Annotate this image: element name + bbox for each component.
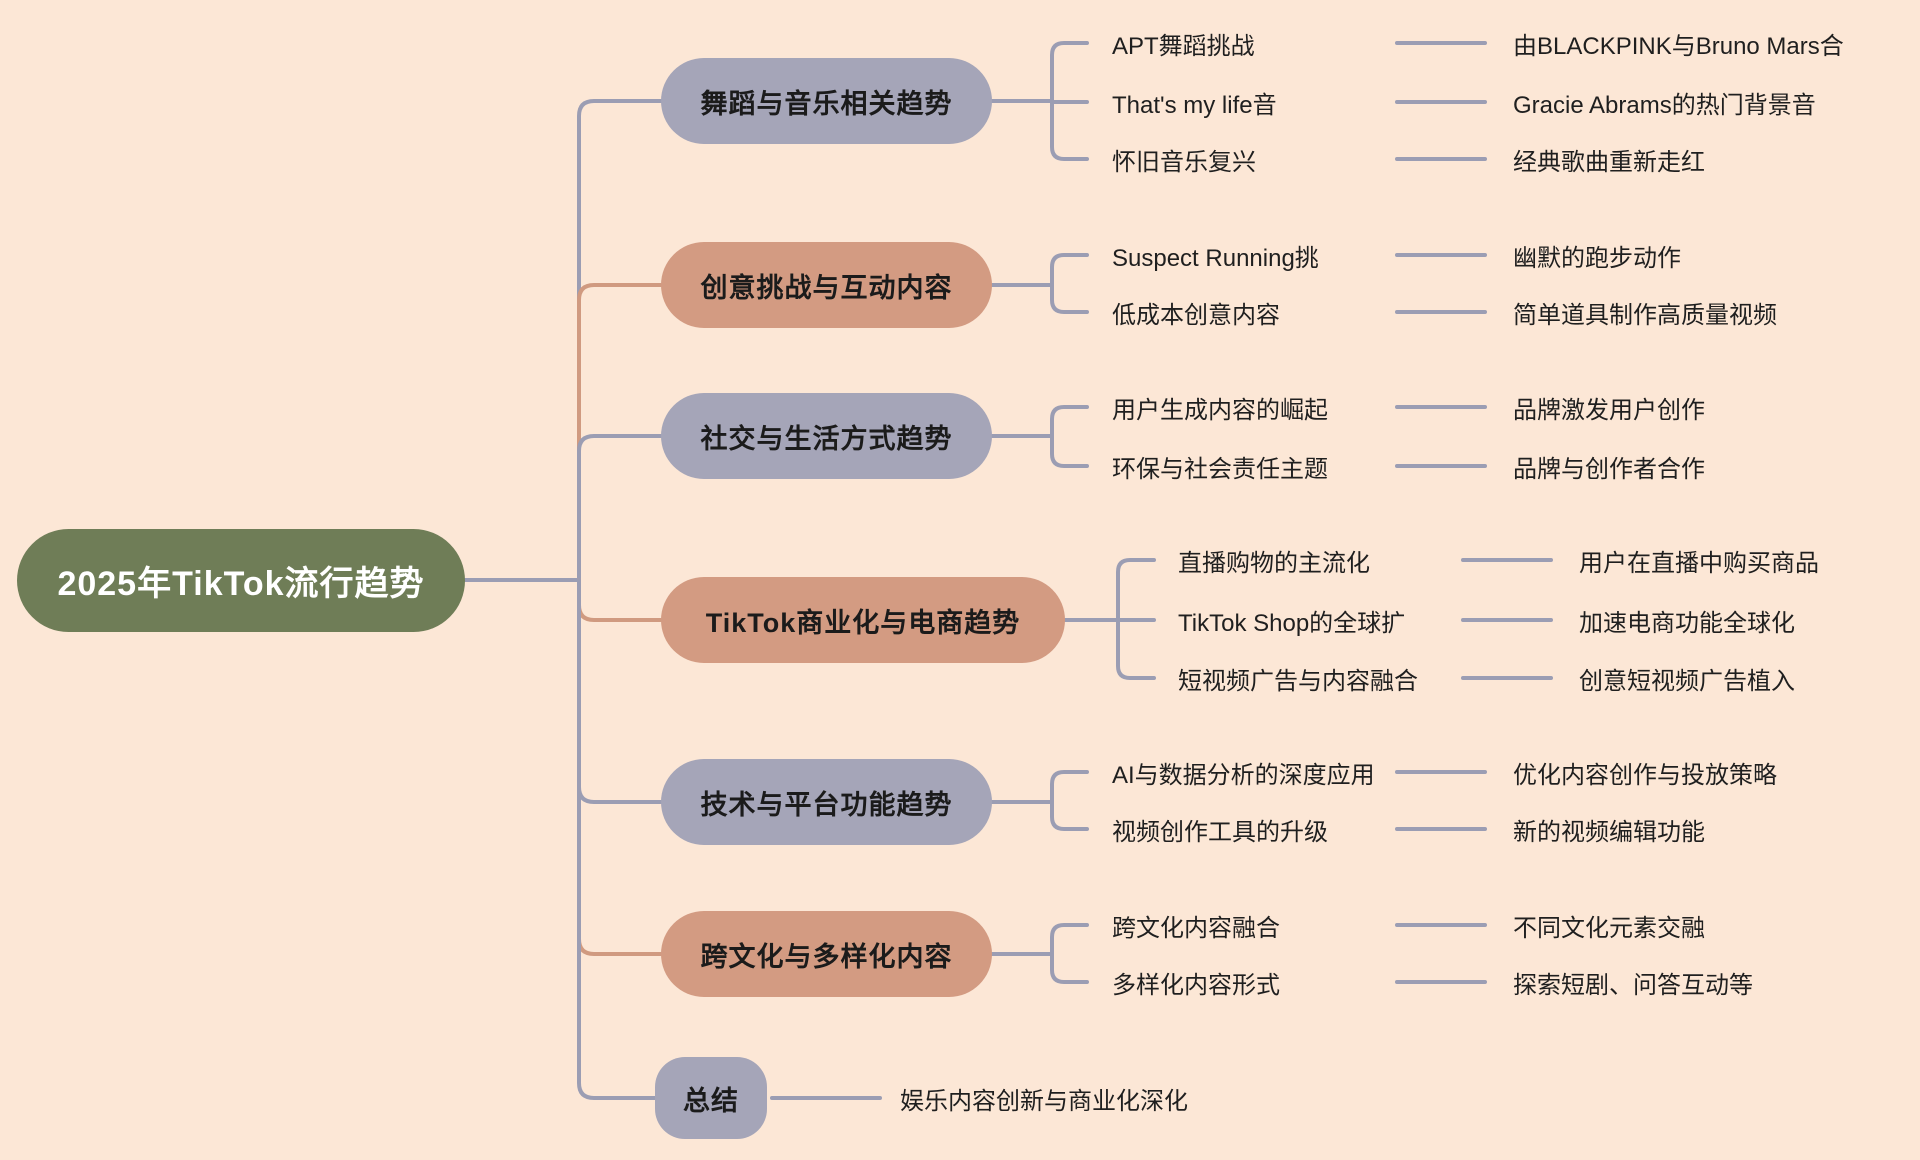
child-node-nostalgia-music[interactable]: 怀旧音乐复兴 [1112, 148, 1256, 176]
child-row: 短视频广告与内容融合 创意短视频广告植入 [1178, 655, 1795, 701]
child-desc-low-cost-creative[interactable]: 简单道具制作高质量视频 [1513, 301, 1777, 329]
connector-branch-creative [577, 283, 692, 582]
child-desc-suspect-running[interactable]: 幽默的跑步动作 [1513, 244, 1681, 272]
child-node-apt-dance[interactable]: APT舞蹈挑战 [1112, 32, 1255, 60]
child-desc-connector [1395, 253, 1487, 257]
child-row: TikTok Shop的全球扩 加速电商功能全球化 [1178, 597, 1795, 643]
child-desc-short-video-ads[interactable]: 创意短视频广告植入 [1579, 667, 1795, 695]
child-row: 跨文化内容融合 不同文化元素交融 [1112, 902, 1705, 948]
branch-node-tech-platform[interactable]: 技术与平台功能趋势 [661, 759, 992, 845]
branch-node-creative-challenge[interactable]: 创意挑战与互动内容 [661, 242, 992, 328]
child-row: 低成本创意内容 简单道具制作高质量视频 [1112, 289, 1777, 335]
child-desc-connector [1395, 464, 1487, 468]
branch-node-dance-music[interactable]: 舞蹈与音乐相关趋势 [661, 58, 992, 144]
child-desc-connector [1395, 100, 1487, 104]
child-desc-connector [1395, 405, 1487, 409]
child-row: 怀旧音乐复兴 经典歌曲重新走红 [1112, 136, 1705, 182]
child-desc-connector [1395, 157, 1487, 161]
child-node-eco-responsibility[interactable]: 环保与社会责任主题 [1112, 455, 1328, 483]
child-node-diverse-formats[interactable]: 多样化内容形式 [1112, 971, 1280, 999]
child-node-video-tools[interactable]: 视频创作工具的升级 [1112, 818, 1328, 846]
connector-branch-social [577, 434, 692, 582]
child-node-live-shopping[interactable]: 直播购物的主流化 [1178, 549, 1370, 577]
root-node[interactable]: 2025年TikTok流行趋势 [17, 529, 465, 632]
child-node-suspect-running[interactable]: Suspect Running挑 [1112, 244, 1319, 272]
child-desc-connector [1395, 923, 1487, 927]
child-desc-tiktok-shop[interactable]: 加速电商功能全球化 [1579, 609, 1795, 637]
branch-node-commerce[interactable]: TikTok商业化与电商趋势 [661, 577, 1065, 663]
child-desc-ugc-rise[interactable]: 品牌激发用户创作 [1513, 396, 1705, 424]
connector-branch-dance [577, 99, 692, 582]
child-desc-connector [1461, 618, 1553, 622]
child-desc-connector [1395, 41, 1487, 45]
connector-branch-summary [577, 578, 682, 1100]
child-node-low-cost-creative[interactable]: 低成本创意内容 [1112, 301, 1280, 329]
child-desc-cross-culture-fusion[interactable]: 不同文化元素交融 [1513, 914, 1705, 942]
child-desc-connector [1395, 310, 1487, 314]
child-desc-video-tools[interactable]: 新的视频编辑功能 [1513, 818, 1705, 846]
child-desc-diverse-formats[interactable]: 探索短剧、问答互动等 [1513, 971, 1753, 999]
branch-node-social-lifestyle[interactable]: 社交与生活方式趋势 [661, 393, 992, 479]
child-row: 视频创作工具的升级 新的视频编辑功能 [1112, 806, 1705, 852]
child-desc-summary[interactable]: 娱乐内容创新与商业化深化 [900, 1087, 1188, 1115]
child-row: 环保与社会责任主题 品牌与创作者合作 [1112, 443, 1705, 489]
child-row: AI与数据分析的深度应用 优化内容创作与投放策略 [1112, 749, 1777, 795]
child-desc-ai-analytics[interactable]: 优化内容创作与投放策略 [1513, 761, 1777, 789]
branch-node-cross-culture[interactable]: 跨文化与多样化内容 [661, 911, 992, 997]
child-node-cross-culture-fusion[interactable]: 跨文化内容融合 [1112, 914, 1280, 942]
child-desc-live-shopping[interactable]: 用户在直播中购买商品 [1579, 549, 1819, 577]
child-desc-apt-dance[interactable]: 由BLACKPINK与Bruno Mars合 [1513, 32, 1844, 60]
child-node-ugc-rise[interactable]: 用户生成内容的崛起 [1112, 396, 1328, 424]
child-row: APT舞蹈挑战 由BLACKPINK与Bruno Mars合 [1112, 20, 1844, 66]
child-desc-thats-my-life[interactable]: Gracie Abrams的热门背景音 [1513, 91, 1816, 119]
child-desc-connector [1395, 770, 1487, 774]
child-row: 娱乐内容创新与商业化深化 [900, 1075, 1188, 1121]
child-desc-connector [1461, 676, 1553, 680]
child-node-short-video-ads[interactable]: 短视频广告与内容融合 [1178, 667, 1418, 695]
child-row: That's my life音 Gracie Abrams的热门背景音 [1112, 79, 1816, 125]
child-desc-connector [1395, 980, 1487, 984]
child-row: 用户生成内容的崛起 品牌激发用户创作 [1112, 384, 1705, 430]
child-row: 多样化内容形式 探索短剧、问答互动等 [1112, 959, 1753, 1005]
child-node-thats-my-life[interactable]: That's my life音 [1112, 91, 1277, 119]
child-desc-eco-responsibility[interactable]: 品牌与创作者合作 [1513, 455, 1705, 483]
child-desc-connector [1461, 558, 1553, 562]
child-row: Suspect Running挑 幽默的跑步动作 [1112, 232, 1681, 278]
branch-node-summary[interactable]: 总结 [655, 1057, 767, 1139]
child-desc-connector [1395, 827, 1487, 831]
child-desc-nostalgia-music[interactable]: 经典歌曲重新走红 [1513, 148, 1705, 176]
child-row: 直播购物的主流化 用户在直播中购买商品 [1178, 537, 1819, 583]
child-node-tiktok-shop[interactable]: TikTok Shop的全球扩 [1178, 609, 1406, 637]
child-node-ai-analytics[interactable]: AI与数据分析的深度应用 [1112, 761, 1375, 789]
